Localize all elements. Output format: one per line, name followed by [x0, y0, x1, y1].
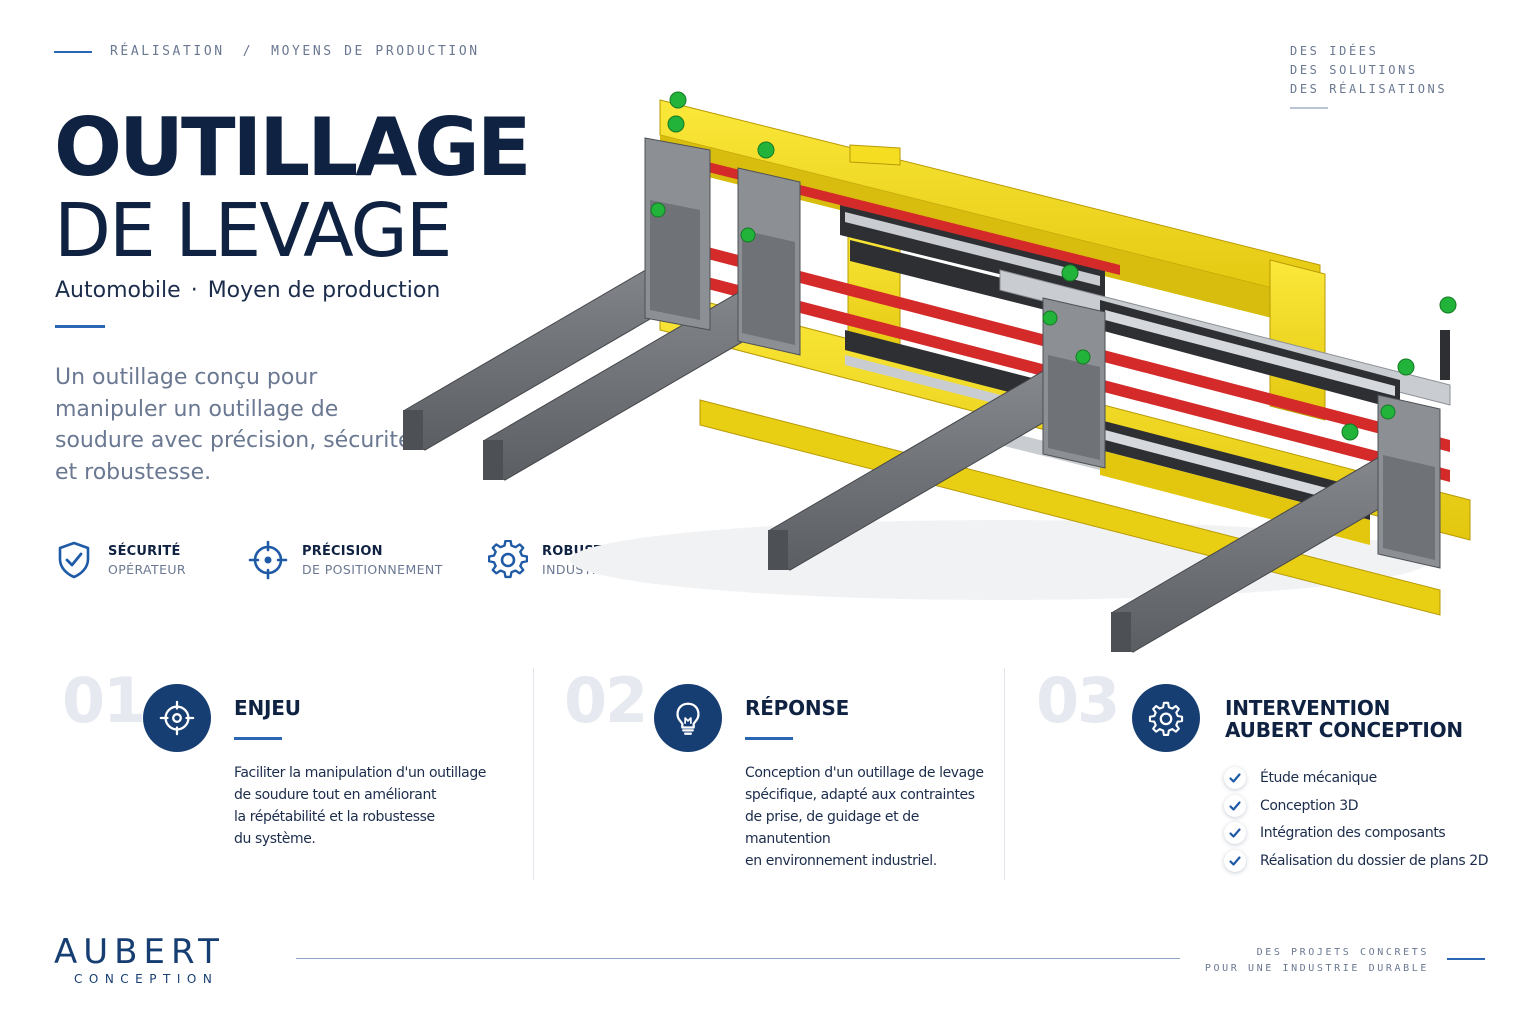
panel-text-line: du système.: [234, 831, 316, 847]
panel-reponse: 02 RÉPONSE Conception d'un outillage de …: [564, 666, 1004, 881]
shield-check-icon: [58, 541, 90, 579]
panel-divider-enjeu: [234, 737, 282, 740]
subtitle-divider: [55, 325, 105, 328]
panel-title-intervention: INTERVENTION AUBERT CONCEPTION: [1225, 697, 1463, 741]
panel-number-01: 01: [62, 664, 146, 737]
feature-list: SÉCURITÉ OPÉRATEUR PRÉCISION DE POSITION…: [54, 540, 640, 580]
feature-title-precision: PRÉCISION: [302, 543, 383, 559]
list-item: Étude mécanique: [1224, 764, 1488, 792]
panel-text-enjeu: Faciliter la manipulation d'un outillage…: [234, 762, 486, 850]
feature-sub-operateur: OPÉRATEUR: [108, 561, 187, 577]
panel-title-line2: AUBERT CONCEPTION: [1225, 718, 1463, 742]
breadcrumb-item-moyens-production[interactable]: MOYENS DE PRODUCTION: [271, 44, 480, 59]
panel-text-line: de soudure tout en améliorant: [234, 787, 437, 803]
panel-separator: [533, 668, 534, 880]
checklist-label: Intégration des composants: [1260, 825, 1446, 842]
check-icon: [1224, 822, 1246, 845]
feature-securite: SÉCURITÉ OPÉRATEUR: [54, 540, 248, 580]
tagline-line-idees: DES IDÉES: [1290, 44, 1379, 58]
check-icon: [1224, 766, 1246, 789]
gear-icon: [1148, 701, 1184, 736]
subtitle-category-automobile: Automobile: [55, 278, 181, 303]
target-icon: [248, 540, 288, 580]
panel-icon-circle-enjeu: [143, 684, 211, 752]
panel-number-03: 03: [1036, 664, 1120, 737]
checklist-label: Étude mécanique: [1260, 769, 1377, 786]
footer-accent-line: [1447, 958, 1485, 960]
feature-sub-positionnement: DE POSITIONNEMENT: [302, 561, 443, 577]
list-item: Réalisation du dossier de plans 2D: [1224, 847, 1489, 875]
checklist-label: Conception 3D: [1260, 797, 1359, 814]
panel-text-reponse: Conception d'un outillage de levage spéc…: [745, 762, 1004, 872]
panel-intervention: 03 INTERVENTION AUBERT CONCEPTION: [1036, 666, 1506, 881]
intervention-checklist: Étude mécanique Conception 3D Intégratio…: [1224, 764, 1489, 875]
gear-icon: [488, 540, 528, 579]
list-item: Conception 3D: [1224, 792, 1488, 820]
panel-text-line: en environnement industriel.: [745, 853, 937, 869]
panel-enjeu: 01 ENJEU Faciliter la manipulation d'un …: [62, 666, 532, 881]
logo-name: AUBERT: [54, 932, 225, 972]
panel-text-line: spécifique, adapté aux contraintes: [745, 787, 975, 803]
panel-text-line: Conception d'un outillage de levage: [745, 765, 984, 781]
page-subtitle: Automobile · Moyen de production: [55, 278, 440, 303]
tagline-divider: [1290, 107, 1328, 109]
feature-title-securite: SÉCURITÉ: [108, 543, 181, 559]
breadcrumb-item-realisation[interactable]: RÉALISATION: [110, 44, 225, 59]
target-icon: [159, 700, 195, 736]
carriage-brackets: [644, 137, 1450, 569]
check-icon: [1224, 794, 1246, 817]
subtitle-category-production: Moyen de production: [207, 278, 441, 303]
panel-divider-reponse: [745, 737, 793, 740]
panel-number-02: 02: [564, 664, 648, 737]
subtitle-dot: ·: [190, 278, 198, 303]
panel-icon-circle-reponse: [654, 684, 722, 752]
checklist-label: Réalisation du dossier de plans 2D: [1260, 852, 1489, 869]
breadcrumb-separator: /: [242, 44, 254, 59]
tagline-line-solutions: DES SOLUTIONS: [1290, 63, 1418, 77]
top-tagline: DES IDÉES DES SOLUTIONS DES RÉALISATIONS: [1290, 42, 1447, 109]
check-icon: [1224, 849, 1246, 872]
page-title-line1: OUTILLAGE: [54, 101, 531, 194]
panel-text-line: Faciliter la manipulation d'un outillage: [234, 765, 487, 781]
intro-paragraph: Un outillage conçu pour manipuler un out…: [55, 365, 412, 485]
lightbulb-icon: [676, 702, 700, 735]
footer-tagline-line1: DES PROJETS CONCRETS: [1256, 947, 1429, 958]
panel-icon-circle-intervention: [1132, 684, 1200, 752]
panel-title-enjeu: ENJEU: [234, 696, 301, 720]
panel-title-reponse: RÉPONSE: [745, 696, 850, 720]
tagline-line-realisations: DES RÉALISATIONS: [1290, 82, 1448, 96]
green-knobs: [650, 91, 1457, 441]
footer-tagline: DES PROJETS CONCRETS POUR UNE INDUSTRIE …: [1205, 945, 1429, 977]
panel-separator: [1004, 668, 1005, 880]
panel-title-line1: INTERVENTION: [1225, 696, 1391, 720]
panel-text-line: de prise, de guidage et de manutention: [745, 809, 919, 847]
breadcrumb: RÉALISATION / MOYENS DE PRODUCTION: [54, 44, 480, 59]
footer-divider: [296, 958, 1180, 959]
lifting-tool-illustration: [403, 91, 1471, 653]
footer-tagline-line2: POUR UNE INDUSTRIE DURABLE: [1204, 963, 1429, 974]
feature-precision: PRÉCISION DE POSITIONNEMENT: [248, 540, 488, 580]
panel-text-line: la répétabilité et la robustesse: [234, 809, 435, 825]
breadcrumb-accent-line: [54, 50, 92, 53]
fork-arms: [403, 249, 1409, 653]
aubert-logo[interactable]: AUBERT CONCEPTION: [54, 934, 225, 986]
page-title-line2: DE LEVAGE: [54, 188, 453, 274]
list-item: Intégration des composants: [1224, 819, 1488, 847]
logo-sub: CONCEPTION: [74, 972, 219, 986]
